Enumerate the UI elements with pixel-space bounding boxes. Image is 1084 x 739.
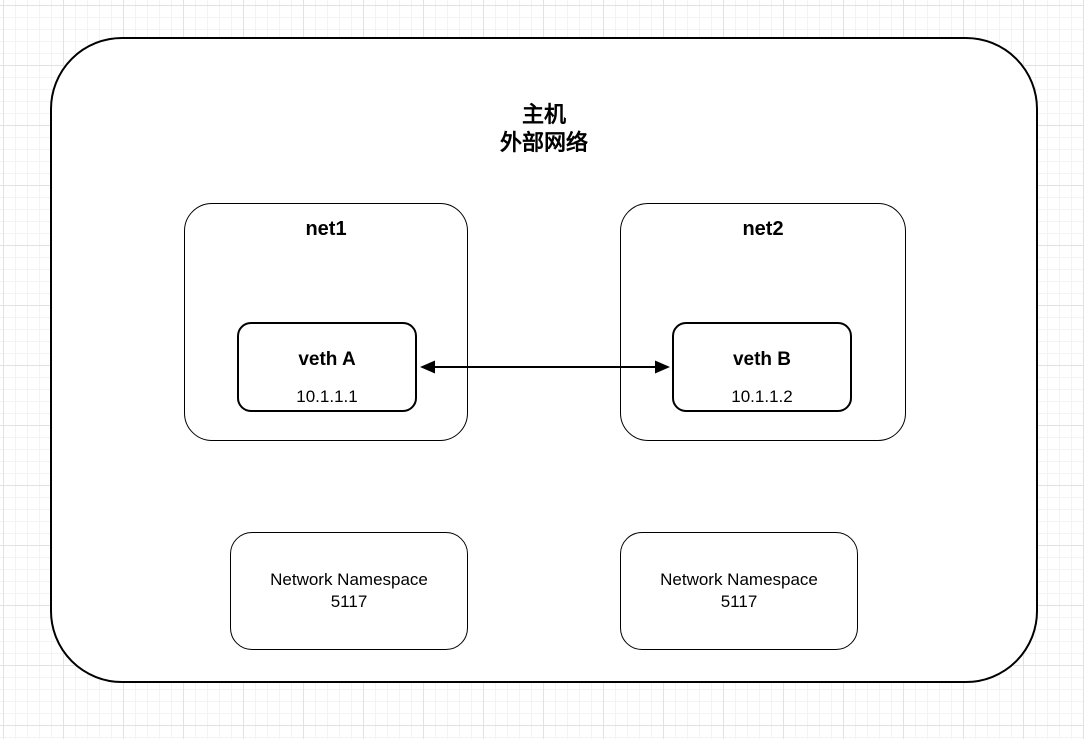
host-title: 主机 外部网络 bbox=[294, 101, 794, 157]
veth-a-label: veth A bbox=[298, 349, 356, 370]
veth-b-label: veth B bbox=[732, 349, 792, 370]
namespace-box-2: Network Namespace 5117 bbox=[620, 532, 858, 650]
namespace-box-1: Network Namespace 5117 bbox=[230, 532, 468, 650]
veth-a-box: veth A 10.1.1.1 bbox=[237, 322, 417, 412]
net2-label: net2 bbox=[742, 218, 784, 240]
bidirectional-arrow-icon bbox=[420, 360, 670, 374]
host-title-line1: 主机 bbox=[521, 102, 566, 127]
namespace-1-id: 5117 bbox=[330, 592, 368, 611]
veth-a-ip: 10.1.1.1 bbox=[296, 387, 358, 406]
net1-label: net1 bbox=[305, 218, 347, 240]
namespace-2-id: 5117 bbox=[720, 592, 758, 611]
veth-b-ip: 10.1.1.2 bbox=[731, 387, 793, 406]
namespace-2-title: Network Namespace bbox=[660, 570, 818, 589]
namespace-1-title: Network Namespace bbox=[270, 570, 428, 589]
host-title-line2: 外部网络 bbox=[499, 130, 588, 155]
veth-b-box: veth B 10.1.1.2 bbox=[672, 322, 852, 412]
